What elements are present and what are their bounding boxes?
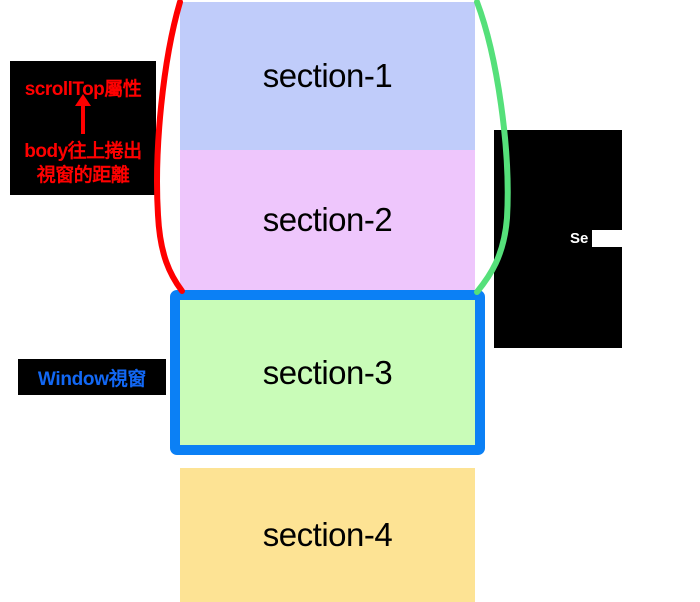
window-viewport-frame [170,290,485,455]
up-arrow-icon [75,94,91,134]
scroll-top-callout-box: scrollTop屬性 body往上捲出 視窗的距離 [10,61,156,195]
section-2-label: section-2 [262,201,393,238]
section-3-label: section-3 [262,353,393,391]
right-callout-occluder [592,230,668,247]
section-1-label: section-1 [262,57,393,94]
left-brace-curve [154,0,185,294]
window-label-box: Window視窗 [18,359,166,395]
scroll-top-callout-line-1: body往上捲出 [24,141,142,162]
scroll-top-callout-title: scrollTop屬性 [24,79,142,100]
window-label-text: Window視窗 [37,368,147,390]
section-2-block: section-2 [180,150,475,290]
scroll-top-callout-line-2: 視窗的距離 [36,165,130,186]
section-1-block: section-1 [180,2,475,150]
section-4-label: section-4 [262,516,393,553]
section-4-block: section-4 [180,468,475,602]
section-3-block: section-3 [180,300,475,445]
right-callout-label: Se [570,230,589,247]
